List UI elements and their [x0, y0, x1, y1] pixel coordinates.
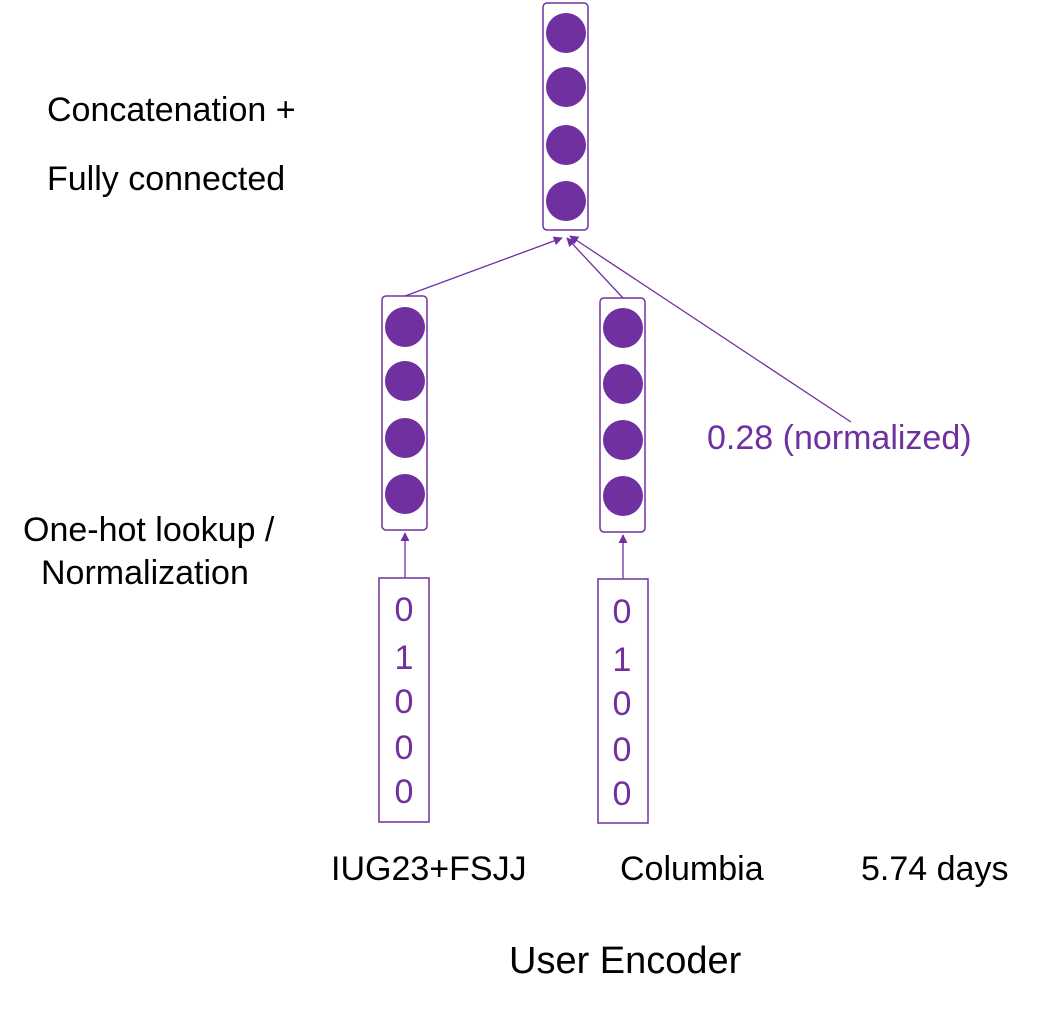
one-hot-digit: 0	[613, 731, 632, 769]
embedding-vector-1	[381, 295, 428, 531]
lookup-label-line1: One-hot lookup /	[23, 511, 275, 549]
embedding-unit	[385, 307, 425, 347]
one-hot-digit: 0	[395, 683, 414, 721]
normalized-value-label: 0.28 (normalized)	[707, 419, 972, 457]
one-hot-digit: 1	[395, 639, 414, 677]
one-hot-vector-2: 0 1 0 0 0	[597, 578, 649, 824]
one-hot-vector-2-box	[597, 578, 649, 824]
embedding-unit	[603, 364, 643, 404]
lookup-label-line2: Normalization	[41, 554, 249, 592]
one-hot-digit: 0	[613, 593, 632, 631]
input-label-location: Columbia	[620, 850, 764, 888]
one-hot-digit: 1	[613, 641, 632, 679]
embedding-vector-1-box	[381, 295, 428, 531]
concat-unit	[546, 181, 586, 221]
one-hot-digit: 0	[613, 685, 632, 723]
embedding-unit	[385, 418, 425, 458]
embedding-unit	[603, 308, 643, 348]
embedding-unit	[385, 361, 425, 401]
one-hot-digit: 0	[395, 773, 414, 811]
diagram-title: User Encoder	[509, 940, 742, 982]
one-hot-digit: 0	[395, 729, 414, 767]
concat-label-line2: Fully connected	[47, 160, 285, 198]
one-hot-vector-1: 0 1 0 0 0	[378, 577, 430, 823]
concat-unit	[546, 67, 586, 107]
embedding-vector-2	[599, 297, 646, 533]
embedding-unit	[385, 474, 425, 514]
arrow-embedding2-to-concat	[566, 237, 624, 299]
concat-unit	[546, 13, 586, 53]
concat-label-line1: Concatenation +	[47, 91, 296, 129]
embedding-unit	[603, 420, 643, 460]
arrow-embedding1-to-concat	[404, 236, 563, 297]
input-label-duration: 5.74 days	[861, 850, 1008, 888]
arrow-normalized-to-concat	[569, 235, 852, 423]
one-hot-digit: 0	[395, 591, 414, 629]
one-hot-vector-1-box	[378, 577, 430, 823]
concat-unit	[546, 125, 586, 165]
embedding-unit	[603, 476, 643, 516]
input-label-user-id: IUG23+FSJJ	[331, 850, 527, 888]
concat-vector-box	[542, 2, 589, 231]
one-hot-digit: 0	[613, 775, 632, 813]
concat-vector	[542, 2, 589, 231]
